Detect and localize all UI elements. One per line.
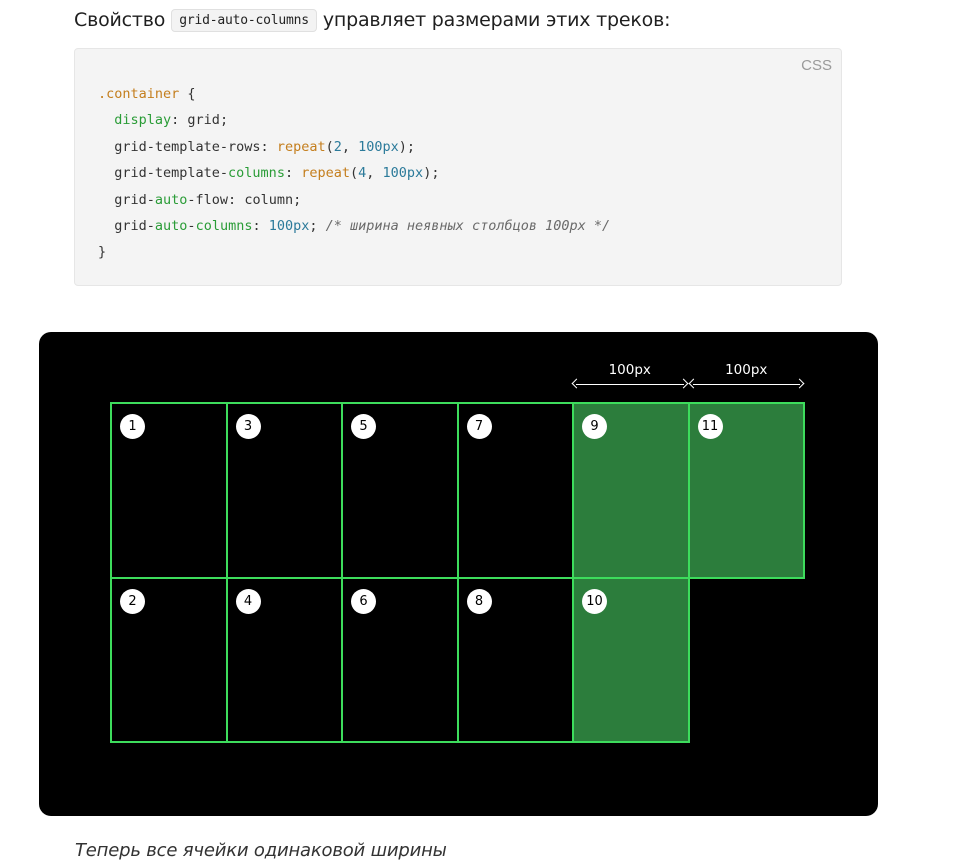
grid-cell: 5 [341,402,459,579]
code-token: -flow: column; [187,191,302,208]
code-token: ; [309,218,326,235]
grid-cell-implicit: 9 [572,402,690,579]
code-block: CSS .container { display: grid; grid-tem… [74,48,842,286]
cell-number-badge: 6 [351,589,376,614]
code-token: : [252,218,269,235]
code-token [98,112,114,128]
code-token: /* ширина неявных столбцов 100px */ [325,218,611,235]
code-token: , [366,165,383,182]
double-arrow-icon [576,384,684,385]
code-line: grid-auto-flow: column; [98,187,610,213]
code-token: 4 [358,165,367,182]
code-line: grid-template-columns: repeat(4, 100px); [98,160,610,186]
code-token: columns [228,165,285,182]
width-measure-implicit-col-2: 100px [688,362,805,392]
code-token: 100px [268,218,310,235]
code-token: 2 [333,138,342,155]
arrow-right-head-icon [678,378,688,389]
intro-paragraph: Свойство grid-auto-columns управляет раз… [74,4,670,36]
code-token: 100px [358,138,399,155]
grid-cell: 8 [456,577,574,743]
grid-demo-illustration: 100px 100px 1 2 3 4 5 6 7 8 9 10 11 [39,332,878,816]
cell-number-badge: 5 [351,414,376,439]
code-language-label: CSS [801,57,832,74]
code-token: grid- [98,191,155,208]
cell-number-badge: 11 [697,414,723,439]
code-token: grid-template-rows: [98,138,277,155]
code-token: columns [195,218,253,235]
arrow-left-head-icon [571,378,582,389]
grid-cell: 2 [110,577,228,743]
code-token: ); [398,138,416,155]
code-token: { [179,86,196,102]
code-line: .container { [98,81,610,107]
cell-number-badge: 3 [235,414,261,439]
code-token: grid-template- [98,165,229,182]
grid-cell-implicit: 11 [687,402,805,579]
code-line: display: grid; [98,107,610,133]
arrow-left-head-icon [688,378,698,389]
grid-cell: 3 [225,402,343,579]
grid-cell: 6 [341,577,459,743]
cell-number-badge: 7 [466,414,492,439]
code-token: grid- [98,218,155,235]
code-token: - [187,218,196,235]
code-token: .container [98,86,180,102]
width-measure-implicit-col-1: 100px [571,362,688,392]
inline-code: grid-auto-columns [171,8,317,32]
cell-number-badge: 10 [582,589,607,614]
figure-caption: Теперь все ячейки одинаковой ширины [75,840,447,861]
code-token: ( [325,138,334,155]
code-token: : grid; [171,112,229,129]
code-token: , [341,138,359,155]
code-content: .container { display: grid; grid-templat… [98,81,610,266]
cell-number-badge: 9 [582,414,607,439]
code-token: ( [350,165,359,182]
intro-text-before: Свойство [74,9,166,31]
code-token: : [284,165,302,182]
code-token: display [114,112,172,129]
grid-cell-implicit: 10 [572,577,690,743]
cell-number-badge: 2 [120,589,145,614]
cell-number-badge: 8 [466,589,492,614]
code-token: repeat [301,165,350,182]
intro-text-after: управляет размерами этих треков: [322,9,671,31]
code-token: auto [154,218,188,235]
grid-cell: 4 [225,577,343,743]
code-token: } [98,244,107,261]
code-token: repeat [276,138,326,155]
code-token: 100px [382,165,424,182]
code-line: } [98,239,610,265]
cell-number-badge: 1 [120,414,145,439]
cell-number-badge: 4 [235,589,261,614]
width-measure-label: 100px [725,362,768,378]
arrow-right-head-icon [794,378,805,389]
code-line: grid-auto-columns: 100px; /* ширина неяв… [98,213,610,239]
code-token: ); [423,165,440,182]
grid-cell: 1 [110,402,228,579]
code-line: grid-template-rows: repeat(2, 100px); [98,134,610,160]
width-measure-label: 100px [608,362,651,378]
double-arrow-icon [692,384,800,385]
code-token: auto [154,191,188,208]
grid-cell: 7 [456,402,574,579]
